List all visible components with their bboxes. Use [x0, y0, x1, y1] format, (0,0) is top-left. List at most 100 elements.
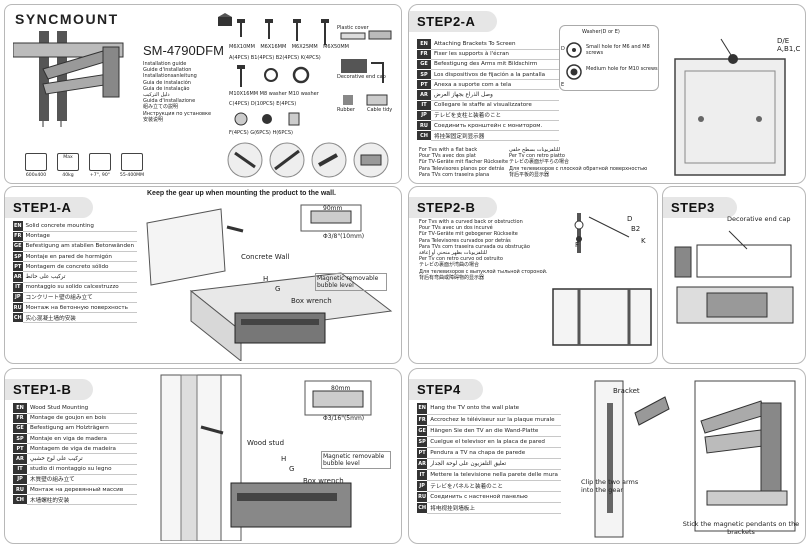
tool-row: [227, 142, 389, 178]
extension-badge: [121, 153, 143, 171]
washer-e-text: Medium hole for M10 screws: [586, 66, 658, 72]
note-line: Per Tv con retro curvo od ostruito: [419, 256, 503, 263]
brand-logo: SYNCMOUNT: [15, 11, 119, 27]
washer-title: Washer(D or E): [582, 29, 620, 35]
guide-title: Инструкция по установке: [143, 110, 212, 117]
note-line: 背后平板的显示器: [509, 171, 550, 178]
note-line: Для телевизоров с плоской обратной повер…: [509, 165, 648, 172]
note-line: Para TVs com traseira plana: [419, 171, 490, 178]
note-line: Per Tv con retro piatto: [509, 153, 565, 160]
model-number: SM-4790DFM: [143, 43, 224, 58]
guide-title: Installation guide: [143, 61, 187, 67]
guide-title: دليل التركيب: [143, 92, 170, 99]
washer-qty: C(4PCS) D(10PCS) E(4PCS): [229, 101, 297, 107]
note-line: Para TVs com traseira curvada ou obstruç…: [419, 243, 530, 250]
note-line: For Tvs with a flat back: [419, 147, 478, 153]
guide-title: Guide d'installation: [143, 67, 192, 74]
note-line: Für TV-Geräte mit gebogener Rückseite: [419, 231, 518, 238]
bubble-level-label: Magnetic removable bubble level: [321, 451, 391, 469]
spec-label: Max: [63, 155, 73, 160]
cover-panel: SYNCMOUNT SM-4790DFM Installation guide …: [4, 4, 402, 184]
box-wrench-label: Box wrench: [291, 297, 332, 305]
letter-g: G: [275, 285, 281, 293]
screw-size: M6X50MM: [323, 44, 349, 50]
step2a-title: STEP2-A: [409, 11, 498, 32]
parts-list: M6X10MM M6X16MM M6X25MM M6X50MM A(4PCS) …: [218, 9, 397, 181]
part-label: Cable tidy: [367, 107, 393, 113]
step1a-heading: Keep the gear up when mounting the produ…: [147, 190, 337, 197]
step2b-panel: STEP2-B For Tvs with a curved back or ob…: [408, 186, 658, 364]
washer-d-icon: [566, 42, 582, 58]
step3-illustration: [674, 230, 794, 324]
note-line: テレビの裏面が湾曲の場合: [419, 262, 480, 269]
parts-box-icon: [218, 13, 232, 26]
spec-label: 600x400: [25, 173, 47, 178]
step2a-illustration: [674, 38, 786, 176]
guide-title: Guia de instalación: [143, 79, 191, 86]
dim-top: 90mm: [323, 205, 343, 212]
screws-row-2: [237, 65, 310, 87]
screw-size: M6X10MM: [229, 44, 255, 50]
end-cap-label: Decorative end cap: [727, 215, 791, 223]
vesa-badge: [25, 153, 47, 171]
washer-d-text: Small hole for M6 and M8 screws: [586, 44, 650, 57]
screw-sizes: M6X10MM M6X16MM M6X25MM M6X50MM: [229, 44, 349, 50]
weight-badge: [57, 153, 79, 171]
step2b-illustration: [552, 213, 652, 346]
note-line: テレビの裏面が平らの場合: [509, 159, 570, 166]
washer-d-letter: D: [561, 46, 565, 52]
note-line: Pour TVs avec un dos incurvé: [419, 225, 493, 232]
note-line: Para Televisores curvados por detrás: [419, 237, 511, 244]
part-label: Decorative end cap: [337, 74, 386, 80]
misc-parts: [234, 112, 300, 126]
step4-illustration: [594, 380, 796, 538]
step3-panel: STEP3 Decorative end cap: [662, 186, 806, 364]
step2b-title: STEP2-B: [409, 197, 498, 218]
tilt-badge: [89, 153, 111, 171]
step2b-letter: K: [641, 237, 646, 245]
note-line: Pour TVs avec dos plat: [419, 153, 476, 160]
spec-label: 55-400MM: [119, 173, 145, 178]
dim-drill: Φ3/8"(10mm): [323, 233, 365, 240]
washer-legend: Washer(D or E) Small hole for M6 and M8 …: [559, 25, 659, 91]
spec-label: +7°, 90°: [89, 173, 111, 178]
guide-title: Guida d'installazione: [143, 98, 196, 105]
step2a-notes-left: For Tvs with a flat back Pour TVs avec d…: [419, 147, 508, 178]
guide-title: Installationsanleitung: [143, 73, 197, 80]
washer-size: M10 washer: [288, 91, 319, 97]
washer-e-icon: [566, 64, 582, 80]
guide-title: 安装说明: [143, 116, 164, 123]
dim-drill: Φ3/16"(5mm): [323, 415, 365, 422]
washer-sizes: M10X16MM M8 washer M10 washer: [229, 91, 319, 97]
mount-illustration: [13, 31, 124, 127]
